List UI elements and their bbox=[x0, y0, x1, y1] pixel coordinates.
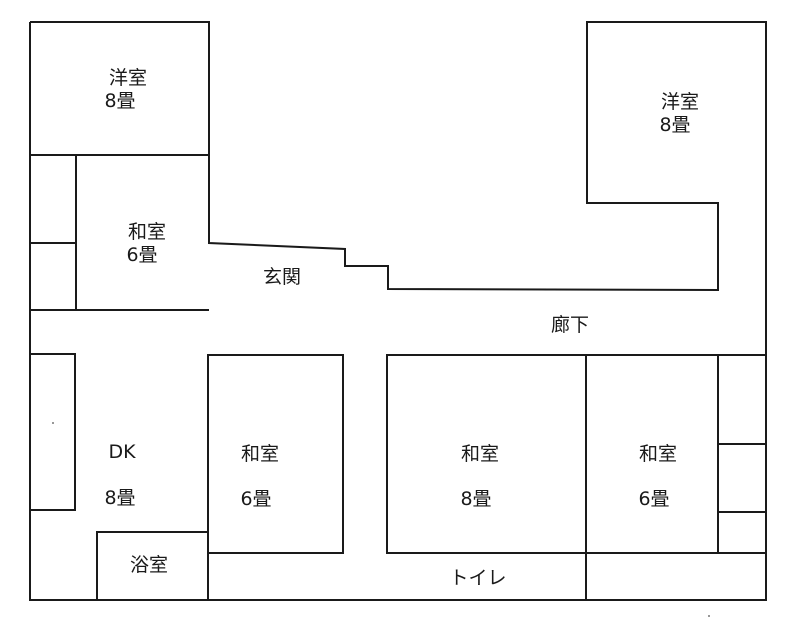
japanese-room-right-size: 6畳 bbox=[638, 488, 669, 510]
speck bbox=[52, 422, 54, 424]
japanese-room-center-name: 和室 bbox=[241, 443, 279, 465]
dk-room-name: DK bbox=[108, 441, 136, 463]
western-room-right-size: 8畳 bbox=[659, 114, 690, 136]
japanese-room-upper: 和室 6畳 bbox=[30, 155, 209, 311]
western-room-left-name: 洋室 bbox=[109, 67, 147, 89]
japanese-room-right: 和室 6畳 bbox=[585, 354, 766, 600]
corridor-label: 廊下 bbox=[551, 314, 589, 336]
toilet-label: トイレ bbox=[449, 567, 506, 589]
japanese-room-8-size: 8畳 bbox=[460, 488, 491, 510]
japanese-room-right-name: 和室 bbox=[639, 443, 677, 465]
japanese-room-8: 和室 8畳 bbox=[386, 354, 587, 554]
japanese-room-upper-name: 和室 bbox=[128, 221, 166, 243]
western-room-right-name: 洋室 bbox=[661, 91, 699, 113]
japanese-room-upper-size: 6畳 bbox=[126, 244, 157, 266]
bath-room: 浴室 bbox=[96, 531, 209, 601]
western-room-left-size: 8畳 bbox=[104, 90, 135, 112]
dk-room: DK 8畳 bbox=[29, 353, 136, 511]
entrance-label: 玄関 bbox=[263, 266, 301, 288]
japanese-room-8-name: 和室 bbox=[461, 443, 499, 465]
bath-room-name: 浴室 bbox=[130, 554, 168, 576]
outer-walls bbox=[29, 21, 767, 601]
japanese-room-center-size: 6畳 bbox=[240, 488, 271, 510]
dk-room-size: 8畳 bbox=[104, 487, 135, 509]
western-room-right: 洋室 8畳 bbox=[659, 91, 699, 136]
japanese-room-center: 和室 6畳 bbox=[207, 354, 344, 600]
western-room-left: 洋室 8畳 bbox=[30, 67, 209, 156]
speck bbox=[708, 615, 710, 617]
